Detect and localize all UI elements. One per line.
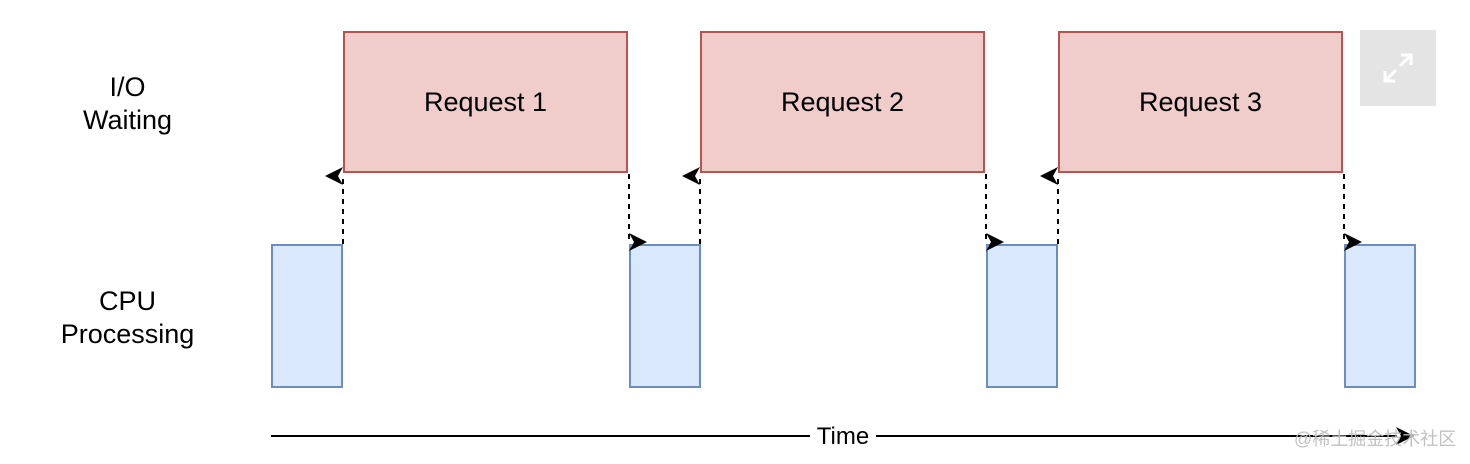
cpu-block-1: [271, 244, 343, 388]
io-label-line-2: Waiting: [82, 105, 173, 135]
request-2-box: Request 2: [700, 31, 985, 173]
request-1-box: Request 1: [343, 31, 628, 173]
expand-button[interactable]: [1360, 30, 1436, 106]
request-3-label: Request 3: [1138, 86, 1263, 117]
io-label-line-1: I/O: [109, 72, 146, 102]
cpu-block-4: [1344, 244, 1416, 388]
io-waiting-lane-label: I/O Waiting: [60, 71, 195, 137]
watermark: @稀土掘金技术社区: [1294, 429, 1457, 449]
cpu-block-3: [986, 244, 1058, 388]
request-2-label: Request 2: [780, 86, 905, 117]
cpu-block-2: [629, 244, 701, 388]
time-axis-label: Time: [810, 422, 876, 452]
request-3-box: Request 3: [1058, 31, 1343, 173]
expand-icon: [1383, 53, 1413, 83]
cpu-label-line-2: Processing: [60, 319, 195, 349]
time-axis-arrowhead: [1396, 427, 1414, 445]
cpu-processing-lane-label: CPU Processing: [40, 285, 215, 351]
cpu-label-line-1: CPU: [98, 286, 156, 316]
request-1-label: Request 1: [423, 86, 548, 117]
